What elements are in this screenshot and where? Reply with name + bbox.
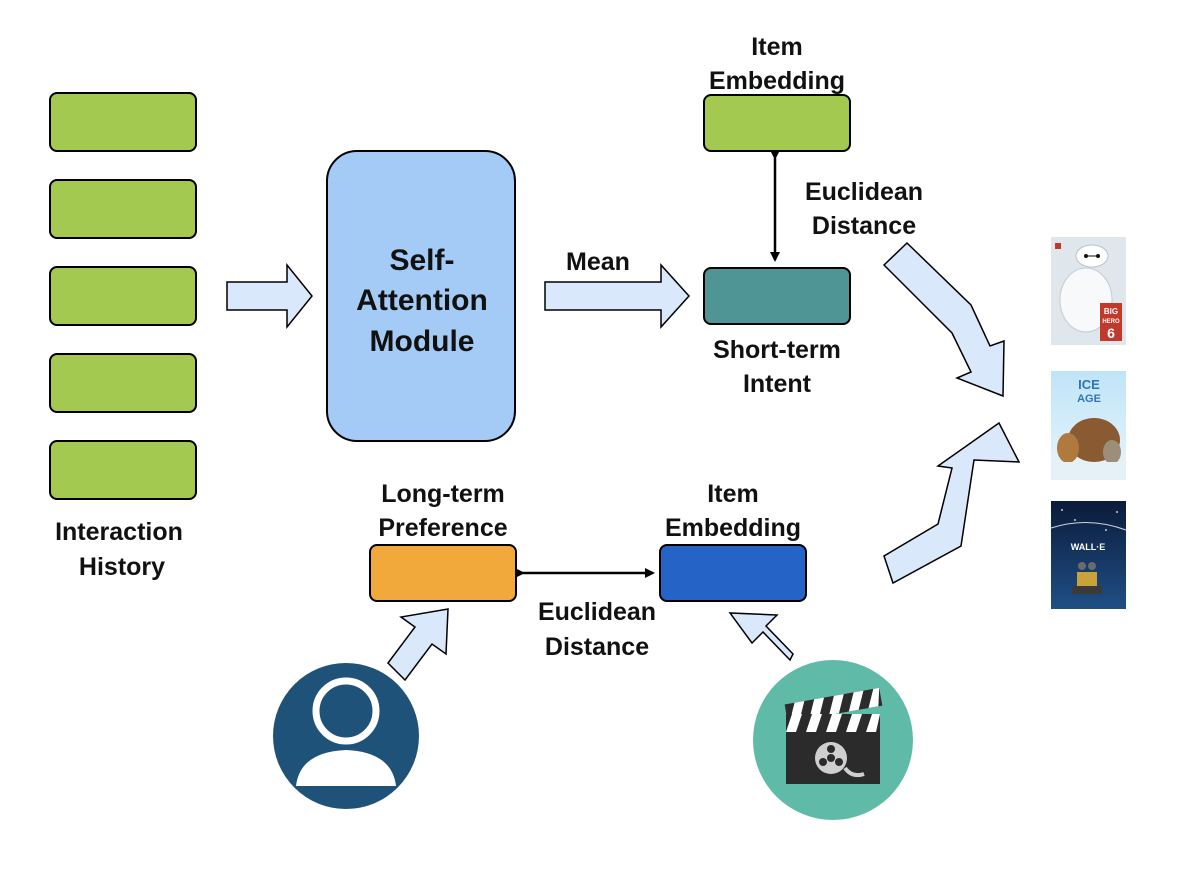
euclidean-top-label: Distance [812,212,916,240]
item-embedding-bottom-block [659,544,807,602]
item-embedding-bottom-label: Embedding [665,514,801,542]
self-attention-label: Module [370,325,475,358]
self-attention-label: Attention [356,284,488,317]
self-attention-label: Self- [389,244,454,277]
long-term-preference-label: Preference [378,514,507,542]
poster-title: WALL·E [1071,542,1106,552]
euclidean-top-label: Euclidean [805,178,923,206]
flow-arrow-embedding-to-recommendations [883,421,1021,585]
euclidean-bottom-label: Euclidean [538,598,656,626]
long-term-preference-label: Long-term [381,480,505,508]
history-item-block [49,179,197,239]
interaction-history: Interaction History [49,92,197,581]
history-item-block [49,92,197,152]
short-term-intent-label: Intent [743,370,812,398]
flow-arrow-history-to-attention [226,262,313,330]
clapperboard-icon [753,660,913,820]
short-term-intent-block [703,267,851,325]
flow-arrow-intent-to-recommendations [882,241,1005,398]
item-embedding-top-block [703,94,851,152]
history-item-block [49,353,197,413]
flow-arrow-movie-to-embedding [728,612,794,662]
self-attention-module: Self- Attention Module [326,150,516,442]
flow-arrow-user-to-preference [387,608,449,682]
mean-label: Mean [566,248,630,276]
ice-age-poster: ICE AGE [1051,371,1126,480]
big-hero-6-poster: BIG HERO 6 [1051,237,1126,345]
long-term-preference-block [369,544,517,602]
interaction-history-label: Interaction [55,518,183,546]
poster-title: 6 [1107,325,1115,341]
interaction-history-label: History [79,553,165,581]
item-embedding-bottom-label: Item [707,480,758,508]
history-item-block [49,266,197,326]
flow-arrow-mean [544,263,691,329]
item-embedding-top-label: Embedding [709,67,845,95]
euclidean-bottom-label: Distance [545,633,649,661]
history-item-block [49,440,197,500]
poster-title: BIG [1104,307,1118,316]
short-term-intent-label: Short-term [713,336,841,364]
item-embedding-top-label: Item [751,33,802,61]
poster-title: ICE [1078,377,1100,392]
poster-title: AGE [1077,393,1101,405]
poster-title: HERO [1102,319,1120,325]
wall-e-poster: WALL·E [1050,501,1127,609]
user-icon [273,663,419,809]
